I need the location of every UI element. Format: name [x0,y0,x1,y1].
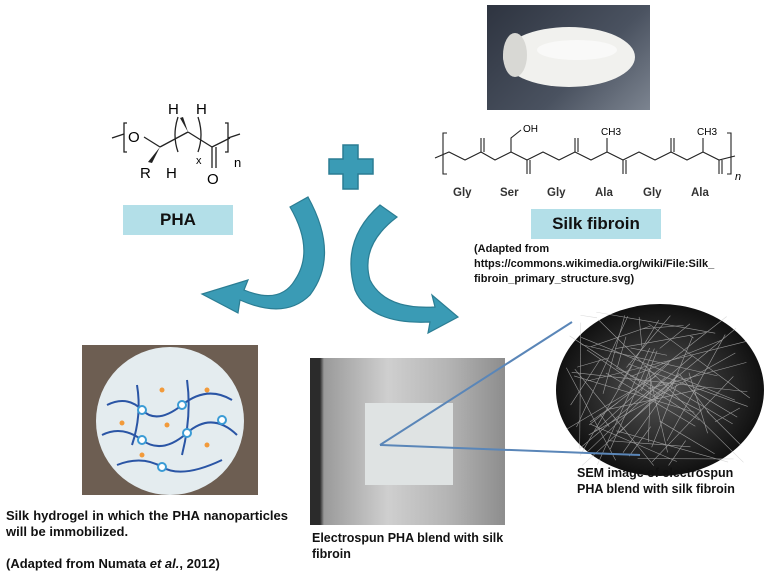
sem-fiber [590,423,677,462]
sem-fiber [651,328,737,399]
sem-fiber [622,373,680,453]
sem-fiber [628,363,748,407]
sem-fiber [574,369,654,466]
silk-fibroin-label: Silk fibroin [531,209,661,239]
pha-atom-h: H [166,165,177,182]
plus-icon [328,144,374,190]
source-text: et al. [149,556,180,571]
sem-fiber [593,362,670,433]
sem-fiber [577,357,609,368]
sem-fiber [644,355,693,398]
sem-fiber [586,349,659,400]
sem-fiber [566,367,616,461]
sem-fiber [660,380,733,425]
silk-subscript-n: n [735,171,741,183]
sem-fiber [598,319,744,463]
source-line: fibroin_primary_structure.svg) [474,273,635,285]
source-line: (Adapted from [474,243,550,255]
silk-source-note: (Adapted from https://commons.wikimedia.… [474,242,714,287]
pha-atom-h: H [196,101,207,118]
pha-atom-o: O [207,171,219,188]
sem-fiber [690,335,694,339]
electrospun-caption: Electrospun PHA blend with silk fibroin [312,531,504,561]
sem-fiber [589,402,618,423]
sem-fiber [599,413,610,427]
silk-hydrogel-photo [82,345,258,495]
sem-fiber [571,371,748,393]
sem-fiber [581,344,718,377]
pha-atom-r: R [140,165,151,182]
hydrogel-caption: Silk hydrogel in which the PHA nanoparti… [6,508,288,539]
sem-fiber [648,380,651,442]
sem-fiber [573,375,695,413]
sem-fiber [588,352,736,436]
curved-arrows [200,196,460,335]
sem-fiber [610,348,655,450]
sem-fiber [648,370,668,453]
sem-image [556,304,764,476]
residue-label: Ser [500,187,519,198]
sem-fiber [659,420,715,455]
sem-fiber [608,440,691,448]
sem-fiber [602,315,626,394]
sem-fiber [590,325,651,347]
residue-label: Gly [643,187,662,198]
hydrogel-source: (Adapted from Numata et al., 2012) [6,556,220,572]
sem-fiber [569,335,700,421]
sem-fiber [666,334,726,441]
sem-fiber [580,314,598,319]
residue-label: Gly [547,187,566,198]
sem-fiber [587,377,666,452]
residue-label: Gly [453,187,472,198]
pha-label: PHA [123,205,233,235]
sem-fiber [596,311,716,334]
source-text: (Adapted from Numata [6,556,150,571]
sem-fiber [641,325,684,330]
source-line: https://commons.wikimedia.org/wiki/File:… [474,258,715,270]
silk-cocoon-photo [487,5,650,110]
sem-fiber [579,390,650,449]
pha-subscript-x: x [196,155,202,167]
silk-fibroin-structure: OH CH3 CH3 n Gly Ser Gly Ala Gly Ala [434,124,741,198]
sem-fiber [690,389,738,418]
sem-fiber [617,319,660,388]
sem-caption: SEM image of electrospun PHA blend with … [577,466,735,496]
sem-fiber [579,322,582,449]
silk-atom-ch3: CH3 [697,127,717,138]
pha-subscript-n: n [234,155,241,170]
sem-fiber [651,376,734,463]
arrow-right-icon [350,204,460,335]
source-text: , 2012) [179,556,220,571]
residue-label: Ala [595,187,614,198]
sem-fiber [615,332,707,349]
sem-fiber [566,376,656,430]
pha-atom-o: O [128,129,140,146]
sem-fiber [597,347,650,465]
sem-fiber [648,323,750,399]
sem-fiber [615,367,702,412]
sem-fiber [714,407,740,422]
residue-label: Ala [691,187,710,198]
sem-fiber [576,316,629,428]
sem-fiber [608,387,705,410]
sem-fiber [605,372,696,427]
pha-structure: O R H H H x O n [111,101,241,188]
sem-fiber [668,440,686,466]
sem-fiber [617,336,627,367]
silk-atom-ch3: CH3 [601,127,621,138]
sem-fiber [648,362,747,390]
sem-fiber [638,316,643,347]
sem-fiber [581,337,735,401]
sem-fiber [587,341,747,382]
sem-fiber [706,411,742,446]
pha-atom-h: H [168,101,179,118]
fiber-mat [365,403,453,485]
sem-fiber [628,426,652,457]
silk-atom-oh: OH [523,124,538,135]
sem-fiber [630,347,668,356]
sem-fiber [641,350,658,392]
arrow-left-icon [200,196,326,314]
cocoon-icon [503,27,635,87]
